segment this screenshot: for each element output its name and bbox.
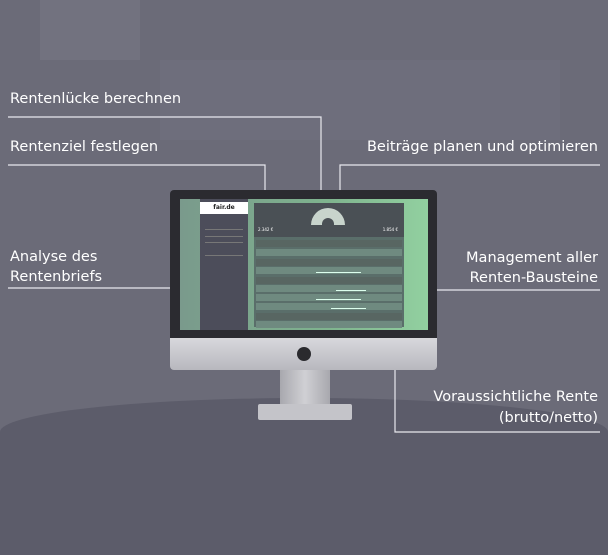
apple-logo-icon [297,347,311,361]
slider [316,299,361,300]
label-voraussichtlich-1: Voraussichtliche Rente [433,389,598,405]
table-row [256,285,402,292]
slider [336,290,366,291]
label-analyse-1: Analyse des [10,249,98,265]
table-section [256,313,402,320]
monitor-screen: fair.de 2.342 € 1.854 € [180,199,428,330]
table-header [256,240,402,247]
label-management-1: Management aller [466,250,598,266]
label-beitraege: Beiträge planen und optimieren [366,139,598,155]
monitor-base [258,404,352,420]
label-analyse-2: Rentenbriefs [10,269,103,285]
sidebar-item [205,251,243,256]
table-row [256,267,402,274]
table-row [256,303,402,310]
sidebar-item [205,232,243,237]
pension-value: 1.854 € [382,227,398,232]
sidebar-item [205,225,243,230]
callout-line-rentenluecke [8,116,322,213]
table-row [256,294,402,301]
floor-backdrop [0,398,608,555]
table-section [256,277,402,284]
goal-value: 2.342 € [258,227,274,232]
table-row [256,249,402,256]
app-logo: fair.de [200,202,248,214]
label-rentenluecke: Rentenlücke berechnen [10,91,182,107]
monitor-stand [280,370,330,406]
summary-panel: 2.342 € 1.854 € [254,203,404,237]
sidebar-item [205,238,243,243]
table-section [256,259,402,266]
label-management-2: Renten-Bausteine [469,270,598,286]
background-dashboard-ghost [160,60,560,140]
label-rentenziel: Rentenziel festlegen [10,139,159,155]
slider [331,308,366,309]
slider [316,272,361,273]
app-sidebar [200,199,248,330]
table-row [256,321,402,328]
app-main: 2.342 € 1.854 € [254,203,404,328]
gauge-chart [311,208,345,225]
monitor-chin [170,338,437,370]
label-voraussichtlich-2: (brutto/netto) [498,410,598,426]
background-logo-ghost [40,0,140,60]
